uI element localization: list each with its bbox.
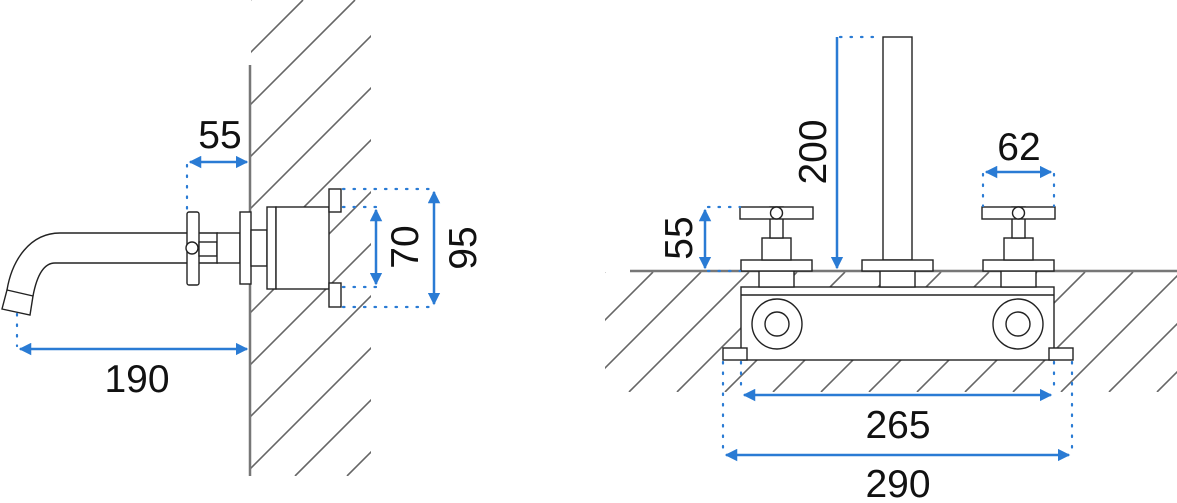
hatch-line (605, 272, 702, 370)
concealed-body (275, 206, 330, 290)
hatch-line (628, 272, 750, 392)
front-view: 200 55 62 265 290 (605, 35, 1177, 503)
handle-right (981, 206, 1056, 272)
dim-265-label: 265 (865, 404, 930, 447)
spindle (198, 241, 218, 257)
side-view: 55 70 95 190 (1, 0, 485, 476)
spout-stem (882, 36, 913, 261)
dim-55-label: 55 (198, 114, 241, 157)
hatch-line (251, 34, 371, 158)
spout (1, 232, 218, 316)
hatch-line (251, 346, 371, 470)
inlet-left-icon (751, 298, 803, 350)
body-tab-bottom (328, 282, 342, 308)
dim-55-front-label: 55 (658, 216, 701, 259)
wall-plate (239, 211, 252, 285)
hatch-line (1060, 274, 1177, 392)
dim-70-label: 70 (384, 225, 427, 268)
hatch-line (605, 272, 606, 274)
dim-200-label: 200 (792, 119, 835, 184)
body-flange (266, 206, 277, 290)
hatch-line (605, 272, 654, 322)
inlet-right-icon (992, 298, 1044, 350)
hatch-line (1156, 370, 1177, 392)
dim-62-label: 62 (997, 126, 1040, 169)
valve-body (740, 286, 1055, 361)
hatch-line (251, 0, 356, 106)
hatch-line (1108, 322, 1177, 392)
dim-190-label: 190 (104, 358, 169, 401)
spout-collar (216, 232, 241, 264)
hatch-line (1012, 272, 1134, 392)
dim-95-label: 95 (442, 226, 485, 269)
foot-left (722, 347, 748, 361)
hatch-line (251, 294, 371, 418)
foot-right (1048, 347, 1074, 361)
dim-290-label: 290 (865, 463, 930, 503)
spout-base (861, 259, 934, 272)
body-tab-top (328, 188, 342, 213)
handle-left (739, 206, 814, 272)
body-neck (250, 229, 268, 267)
handle-pin (185, 241, 199, 255)
